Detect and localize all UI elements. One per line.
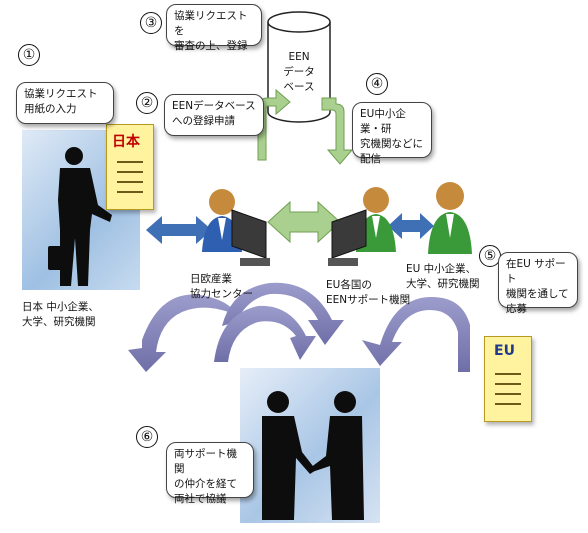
japan-center-monitor-icon	[231, 209, 270, 266]
japan-document-icon: 日本	[106, 124, 154, 210]
step-1-number: ①	[18, 44, 40, 66]
japan-center-label: 日欧産業 協力センター	[190, 273, 253, 300]
arrow-center-een	[267, 200, 341, 244]
step-1-callout: 協業リクエスト 用紙の入力	[16, 82, 114, 124]
step-3-callout: 協業リクエストを 審査の上、登録	[166, 4, 262, 52]
eu-een-monitor-icon	[328, 209, 367, 266]
handshake-icon	[262, 391, 364, 520]
eu-party-label: EU 中小企業、 大学、研究機関	[406, 263, 480, 290]
eu-party-person-icon	[428, 182, 472, 254]
step-6-number: ⑥	[136, 426, 158, 448]
step-2-callout: EENデータベース への登録申請	[164, 94, 264, 136]
step-3-number: ③	[140, 12, 162, 34]
arrow-from-database	[321, 97, 354, 165]
flow-arc-3	[362, 296, 470, 372]
step-6-callout: 両サポート機関 の仲介を経て 両社で協議	[166, 442, 254, 505]
step-4-callout: EU中小企業・研 究機関などに 配信	[352, 102, 432, 165]
step-5-callout: 在EU サポート 機関を通して 応募	[498, 252, 578, 315]
arrow-japan-center	[146, 216, 212, 244]
eu-een-label: EU各国の EENサポート機関	[326, 279, 411, 306]
database-label: EEN データ ベース	[283, 51, 315, 93]
step-4-number: ④	[366, 73, 388, 95]
businessman-icon	[48, 147, 112, 286]
japan-party-label: 日本 中小企業、 大学、研究機関	[22, 301, 99, 328]
flow-arc-1	[128, 294, 236, 372]
arrow-een-eu	[388, 213, 434, 239]
step-5-number: ⑤	[479, 245, 501, 267]
eu-document-icon: EU	[484, 336, 532, 422]
flow-arc-2	[222, 282, 344, 345]
step-2-number: ②	[136, 92, 158, 114]
flow-arc-4	[214, 305, 316, 362]
